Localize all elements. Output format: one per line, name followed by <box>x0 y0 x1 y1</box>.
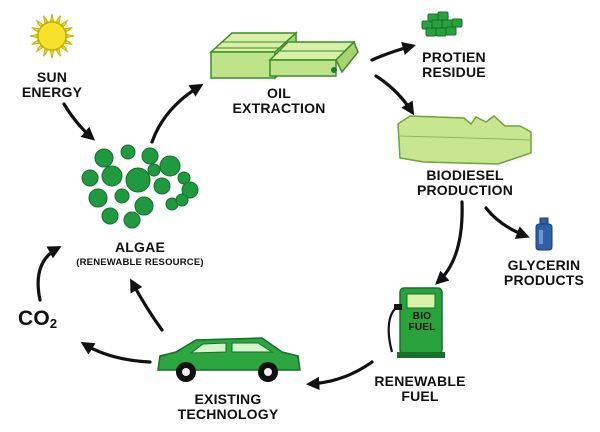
arrow-fuel-to-car <box>305 360 374 391</box>
arrow-oil-to-biodiesel <box>374 74 415 116</box>
protein-residue-label: PROTIEN RESIDUE <box>414 50 494 79</box>
renewable-fuel-line-1: RENEWABLE <box>374 373 466 389</box>
algae-subtitle-text: (RENEWABLE RESOURCE) <box>76 257 204 268</box>
pump-bio-fuel-text: BIO FUEL <box>408 311 436 333</box>
sun-ray <box>31 27 40 33</box>
arrow-biodiesel-to-fuel <box>435 200 464 285</box>
sun-ray <box>55 48 61 57</box>
algae-cell <box>81 169 99 187</box>
sun-ray <box>60 44 69 53</box>
arrow-oil-to-protein <box>370 41 416 62</box>
algae-cell <box>134 196 154 216</box>
arrow-biodiesel-to-glycerin <box>484 206 530 239</box>
sun-ray <box>43 48 49 57</box>
oil-extraction-line-1: OIL <box>267 85 291 101</box>
co2-main-text: CO <box>18 307 50 330</box>
sun-ray <box>35 19 44 28</box>
algae-cluster-icon <box>81 144 199 229</box>
co2-label: CO2 <box>18 307 78 331</box>
sun-ray <box>66 33 75 39</box>
fuel-pump-icon <box>387 287 445 358</box>
oil-extraction-label: OIL EXTRACTION <box>224 86 334 115</box>
existing-technology-line-1: EXISTING <box>194 391 262 407</box>
sun-ray <box>31 39 40 45</box>
algae-cell <box>147 163 161 177</box>
algae-cell <box>101 165 123 187</box>
glycerin-products-line-1: GLYCERIN <box>507 257 581 273</box>
glycerin-products-line-2: PRODUCTS <box>503 271 585 288</box>
algae-cell <box>94 148 114 168</box>
sun-energy-line-2: ENERGY <box>21 83 83 100</box>
algae-subtitle: (RENEWABLE RESOURCE) <box>60 258 220 268</box>
sun-ray <box>64 39 73 45</box>
biodiesel-production-label: BIODIESEL PRODUCTION <box>400 168 530 197</box>
renewable-fuel-line-2: FUEL <box>401 387 439 404</box>
sun-energy-line-1: SUN <box>36 69 68 85</box>
algae-cell <box>125 167 151 193</box>
sun-ray <box>49 50 55 59</box>
sun-icon <box>29 13 75 59</box>
renewable-fuel-label: RENEWABLE FUEL <box>370 374 470 403</box>
biodiesel-production-line-2: PRODUCTION <box>416 181 514 198</box>
glycerin-bottle-icon <box>535 217 553 251</box>
arrow-car-to-algae <box>130 278 164 332</box>
algae-cell <box>153 177 171 195</box>
algae-cell <box>120 144 136 160</box>
biodiesel-production-line-1: BIODIESEL <box>426 167 504 183</box>
arrow-algae-to-oil <box>150 83 204 144</box>
oil-extraction-line-2: EXTRACTION <box>232 99 326 116</box>
co2-subscript: 2 <box>49 316 58 331</box>
algae-cell <box>175 193 189 207</box>
protein-cubes-icon <box>421 11 463 37</box>
pump-text-line-1: BIO <box>412 311 432 322</box>
sun-ray <box>29 33 38 39</box>
algae-title: ALGAE <box>115 239 165 255</box>
existing-technology-label: EXISTING TECHNOLOGY <box>166 392 290 421</box>
sun-energy-label: SUN ENERGY <box>18 70 86 99</box>
arrow-sun-to-algae <box>62 102 96 141</box>
sun-ray <box>43 15 49 24</box>
algae-cell <box>181 181 199 199</box>
protein-residue-line-2: RESIDUE <box>422 63 486 80</box>
sun-ray <box>64 27 73 33</box>
protein-residue-line-1: PROTIEN <box>422 49 486 65</box>
algae-cell <box>88 188 108 208</box>
algae-cell <box>101 207 119 225</box>
sun-ray <box>55 15 61 24</box>
biodiesel-block-icon <box>397 115 532 165</box>
sun-ray <box>49 13 55 22</box>
sun-ray <box>60 19 69 28</box>
glycerin-products-label: GLYCERIN PRODUCTS <box>494 258 594 287</box>
oil-extractor-icon <box>209 31 359 80</box>
cycle-arrows <box>36 41 530 391</box>
car-icon <box>157 337 301 382</box>
sun-ray <box>35 44 44 53</box>
existing-technology-line-2: TECHNOLOGY <box>177 405 279 422</box>
arrow-car-to-co2 <box>80 341 152 364</box>
pump-text-line-2: FUEL <box>408 321 436 333</box>
arrow-co2-to-algae <box>36 246 62 302</box>
algae-label: ALGAE <box>100 240 180 255</box>
algae-cell <box>141 147 159 165</box>
algae-cell <box>114 188 130 204</box>
algae-cell <box>159 155 181 177</box>
algae-cell <box>123 211 141 229</box>
